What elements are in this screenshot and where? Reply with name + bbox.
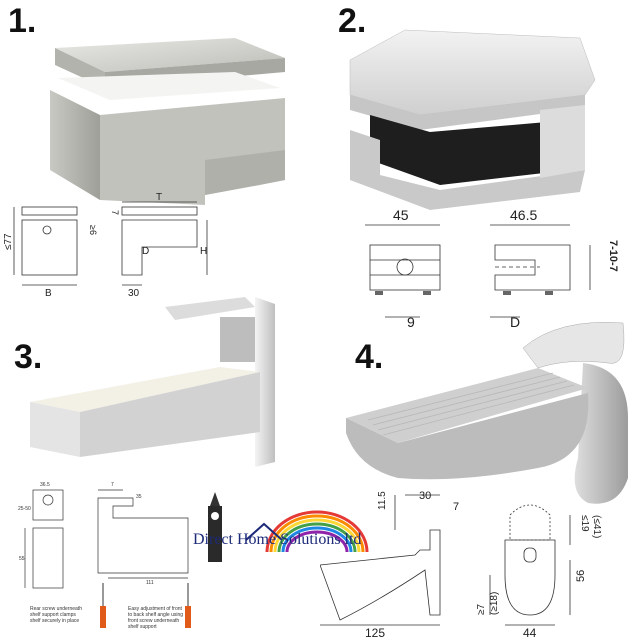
dim-top-b: 30 xyxy=(419,490,431,502)
dim-height-total: ≤77 xyxy=(3,233,14,250)
note-rear-2: shelf support clamps xyxy=(30,612,76,618)
logo-text: Direct Home Solutions ltd xyxy=(193,531,362,548)
dim-width-b: 46.5 xyxy=(510,207,537,223)
dim-top-b: 35 xyxy=(136,494,142,500)
big-ben-logo-icon xyxy=(208,492,222,562)
house-logo-icon xyxy=(245,522,283,541)
dim-side-a2: (≤41) xyxy=(591,515,602,538)
dim-width: 44 xyxy=(523,626,537,640)
dim-B: B xyxy=(45,288,52,299)
dim-left-bottom: 9 xyxy=(407,314,415,330)
dim-top-a: 11.5 xyxy=(377,491,388,510)
dim-width-a: 45 xyxy=(393,207,409,223)
panel-1-product-image xyxy=(50,38,285,205)
dim-length: 125 xyxy=(365,626,385,640)
dim-left-a: ≥7 xyxy=(476,604,487,615)
panel-1-number: 1. xyxy=(8,2,37,40)
note-rear-3: shelf securely in place xyxy=(30,618,79,624)
panel-4-number: 4. xyxy=(355,338,384,376)
dim-height: 55 xyxy=(19,556,25,562)
panel-4-technical-drawing: 11.5 30 7 ≤19 (≤41) ≥7 (≥18) 56 125 44 xyxy=(320,490,602,640)
note-front-1: Easy adjustment of front xyxy=(128,606,183,612)
panel-2-product-image xyxy=(349,29,596,210)
dim-D: D xyxy=(142,246,149,257)
dim-slot: 7-10-7 xyxy=(607,240,619,272)
dim-side-a: ≤19 xyxy=(579,515,590,532)
panel-3-number: 3. xyxy=(14,338,43,376)
dim-depth: 30 xyxy=(128,288,140,299)
panel-3-technical-drawing: 36.5 25-50 55 7 35 111 Rear screw undern… xyxy=(18,482,191,630)
dim-right-bottom: D xyxy=(510,314,520,330)
dim-clamp-range: ≥6 xyxy=(88,225,98,235)
note-front-3: front screw underneath xyxy=(128,618,179,624)
dim-height: 56 xyxy=(575,570,587,582)
panel-3-product-image xyxy=(30,297,275,467)
dim-top-a: 7 xyxy=(111,482,114,488)
panel-4-product-image xyxy=(346,322,628,504)
panel-2-number: 2. xyxy=(338,2,367,40)
panel-2-technical-drawing: 45 46.5 7-10-7 9 D xyxy=(365,207,619,330)
dim-left-a2: (≥18) xyxy=(489,592,500,615)
note-rear-1: Rear screw underneath xyxy=(30,606,82,612)
panel-1-technical-drawing: ≤77 ≥6 7 T D H B 30 xyxy=(3,192,208,299)
dim-width: 36.5 xyxy=(40,482,50,488)
note-front-4: shelf support xyxy=(128,624,157,630)
dim-H: H xyxy=(200,246,207,257)
dim-top-offset: 7 xyxy=(110,210,120,215)
dim-top-c: 7 xyxy=(453,501,459,513)
dim-length: 111 xyxy=(146,580,154,586)
dim-T: T xyxy=(156,192,162,203)
note-front-2: to back shelf angle using xyxy=(128,612,183,618)
dim-range: 25-50 xyxy=(18,506,31,512)
